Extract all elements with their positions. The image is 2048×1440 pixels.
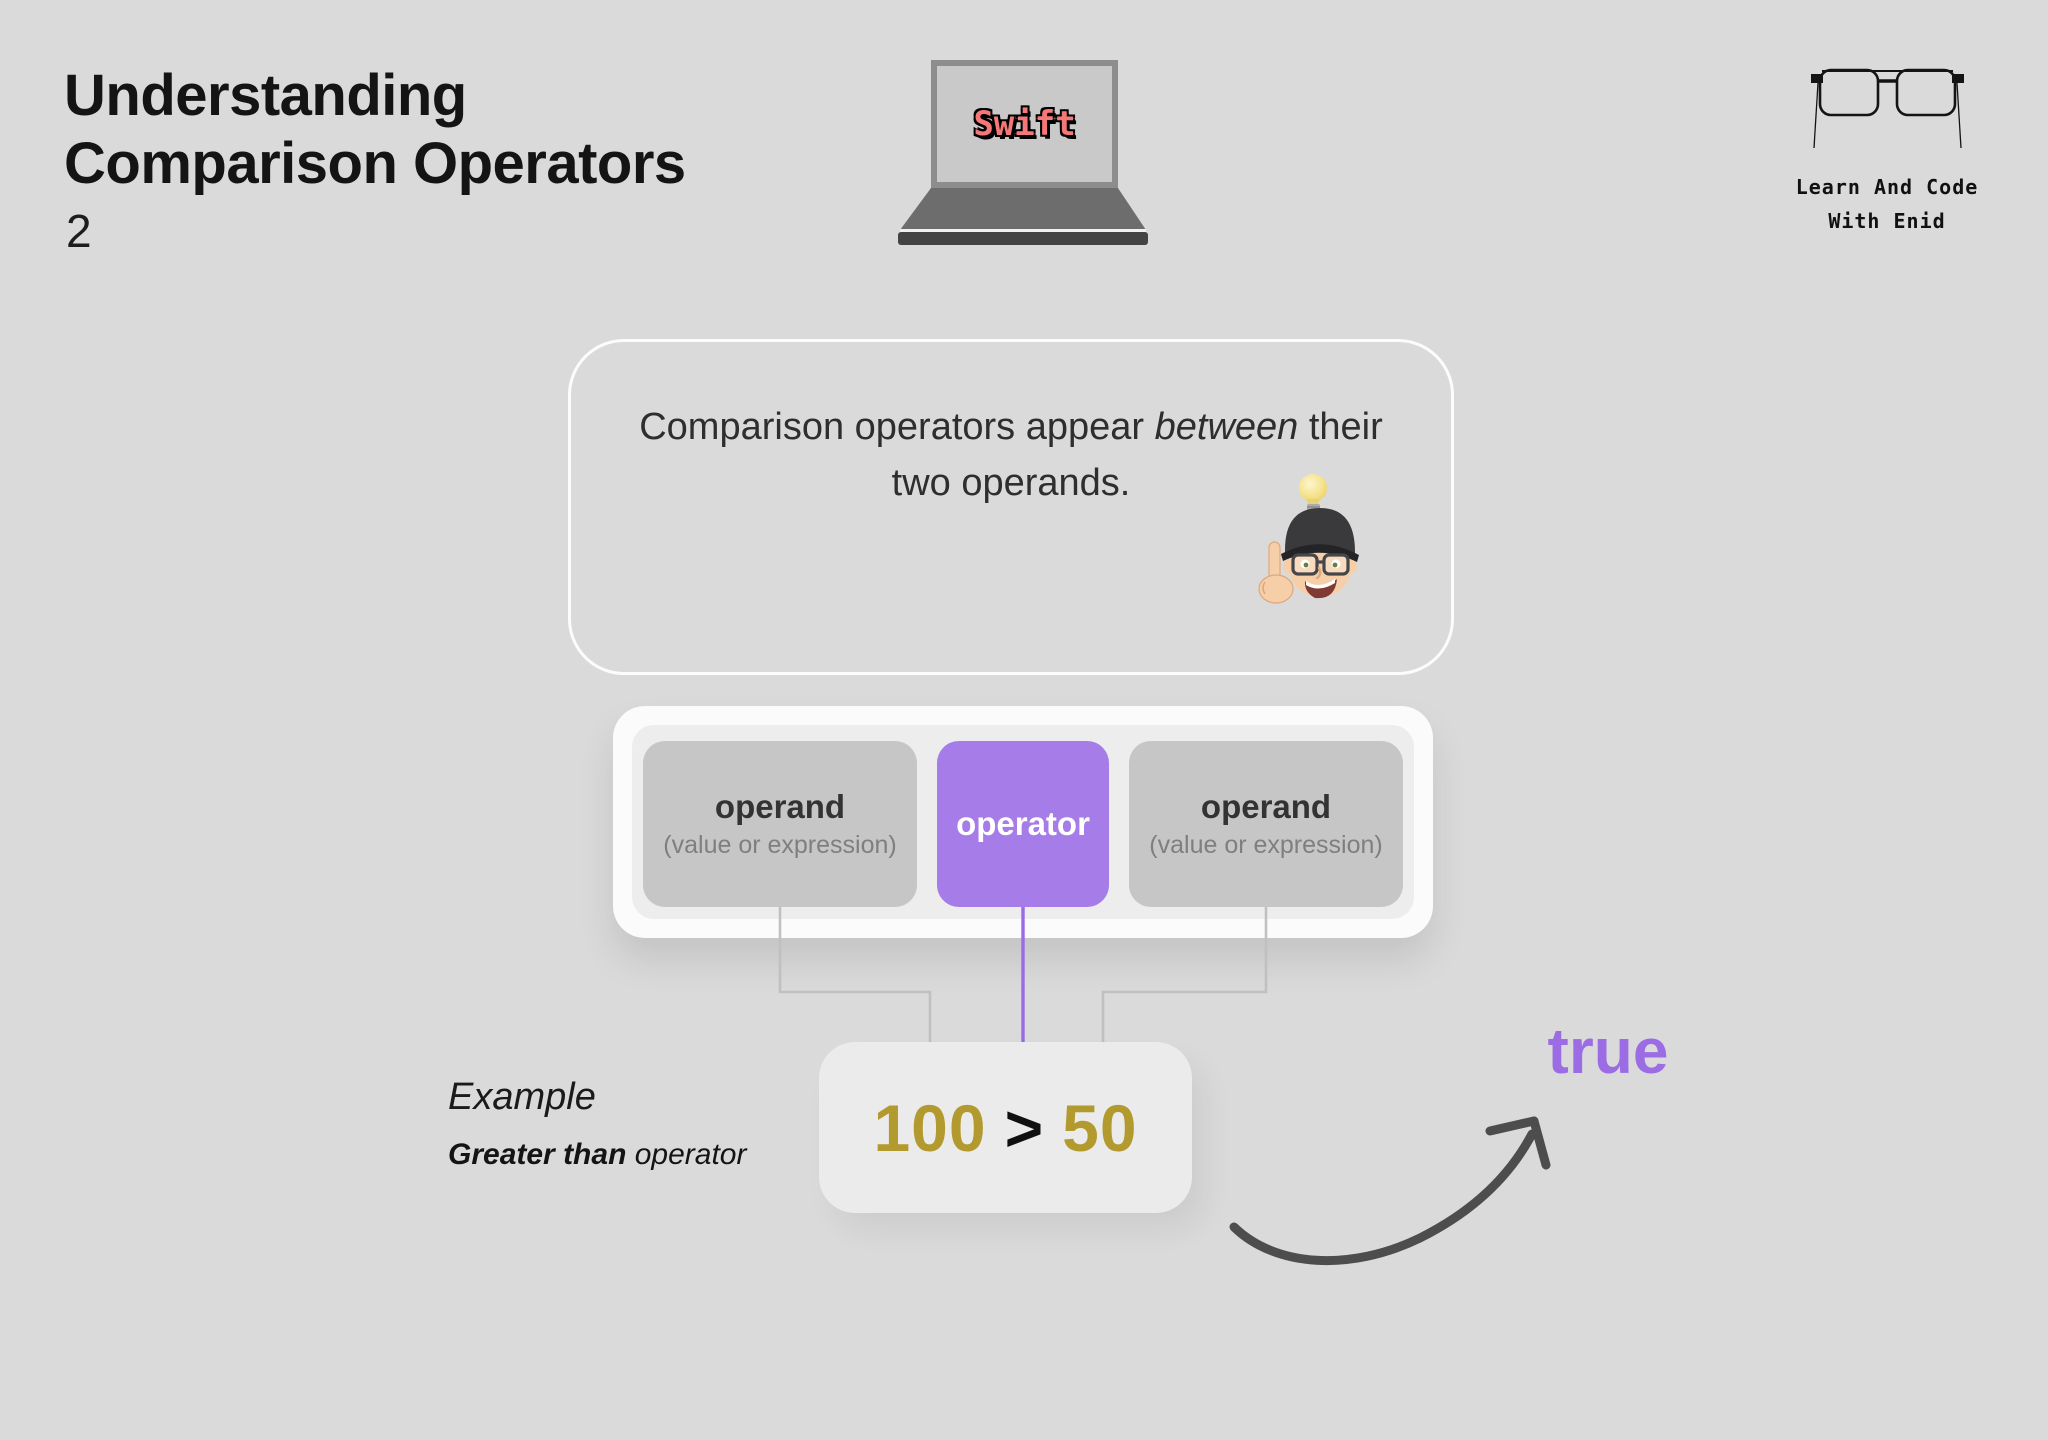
pointing-hand bbox=[1258, 541, 1294, 604]
example-label: Example bbox=[448, 1076, 596, 1118]
example-description-rest: operator bbox=[626, 1138, 747, 1171]
memoji-pointing-lightbulb-icon bbox=[1258, 474, 1359, 604]
operand-left-subtitle: (value or expression) bbox=[663, 831, 897, 859]
result-value: true bbox=[1547, 1015, 1669, 1087]
note-line1-pre: Comparison operators appear bbox=[639, 406, 1155, 448]
expression-operator: > bbox=[1004, 1090, 1045, 1165]
laptop-base bbox=[898, 232, 1148, 245]
glasses-logo-icon bbox=[1811, 68, 1964, 149]
brand-name-line1: Learn And Code bbox=[1795, 175, 1979, 199]
example-description: Greater than operator bbox=[448, 1138, 746, 1172]
operand-left-box: operand (value or expression) bbox=[643, 741, 917, 907]
operator-title: operator bbox=[956, 805, 1090, 842]
note-text: Comparison operators appear between thei… bbox=[611, 399, 1411, 511]
operand-right-title: operand bbox=[1200, 788, 1332, 825]
result-expression-box: 100>50 bbox=[819, 1042, 1192, 1213]
expression-right-operand: 50 bbox=[1062, 1090, 1138, 1165]
laptop-screen: Swift bbox=[931, 60, 1118, 188]
note-line1-emphasis: between bbox=[1154, 406, 1299, 448]
operand-right-subtitle: (value or expression) bbox=[1149, 831, 1383, 859]
lightbulb-icon bbox=[1299, 474, 1327, 513]
memoji-face bbox=[1281, 508, 1359, 599]
page-number: 2 bbox=[66, 205, 92, 257]
curved-arrow-icon bbox=[1229, 1116, 1551, 1266]
note-line2: two operands. bbox=[891, 462, 1131, 504]
page-title-line1: Understanding bbox=[64, 63, 467, 128]
brand-name-line2: With Enid bbox=[1828, 209, 1946, 233]
operator-box: operator bbox=[937, 741, 1109, 907]
laptop-keyboard-deck bbox=[900, 188, 1146, 230]
example-description-bold: Greater than bbox=[448, 1138, 627, 1171]
operand-left-title: operand bbox=[714, 788, 846, 825]
page-title: Understanding Comparison Operators bbox=[64, 62, 686, 198]
laptop-deck-edge bbox=[900, 229, 1146, 232]
expression-left-operand: 100 bbox=[873, 1090, 987, 1165]
note-box bbox=[568, 339, 1454, 675]
swift-label: Swift bbox=[973, 104, 1076, 144]
note-line1-post: their bbox=[1298, 406, 1383, 448]
result-expression: 100>50 bbox=[873, 1090, 1137, 1166]
operand-right-box: operand (value or expression) bbox=[1129, 741, 1403, 907]
page-title-line2: Comparison Operators bbox=[64, 131, 686, 196]
